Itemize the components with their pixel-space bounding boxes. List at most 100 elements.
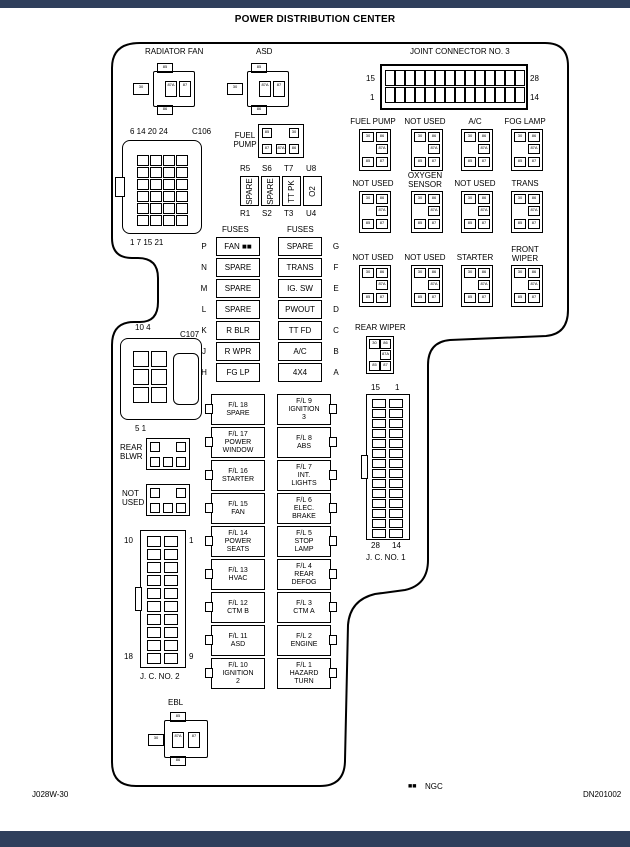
maxi-fuse[interactable]: F/L 4 REAR DEFOG — [277, 559, 331, 590]
relay-pin: 86 — [376, 194, 388, 204]
fuse[interactable]: SPARE — [216, 279, 260, 298]
jc2-latch — [135, 587, 142, 611]
maxi-fuse[interactable]: F/L 3 CTM A — [277, 592, 331, 623]
fuse[interactable]: SPARE — [216, 258, 260, 277]
relay-pin: 86 — [376, 268, 388, 278]
relay-pin: 87 — [478, 293, 490, 303]
maxi-fuse[interactable]: F/L 10 IGNITION 2 — [211, 658, 265, 689]
maxi-fuse[interactable]: F/L 17 POWER WINDOW — [211, 427, 265, 458]
relay-pin: 86 — [428, 268, 440, 278]
relay-pin: 85 — [514, 157, 526, 167]
fuse[interactable]: 4X4 — [278, 363, 322, 382]
maxi-fuse-tab — [329, 635, 337, 645]
c106-pin — [150, 179, 162, 190]
mini-fuse[interactable]: O2 — [303, 176, 322, 206]
relay-pin: 87 — [478, 219, 490, 229]
fuse[interactable]: R WPR — [216, 342, 260, 361]
fuse-position-letter: M — [200, 284, 208, 293]
maxi-fuse[interactable]: F/L 18 SPARE — [211, 394, 265, 425]
jc2-pin — [147, 627, 161, 638]
radiator-fan-label: RADIATOR FAN — [145, 47, 204, 56]
fuse-position-letter: L — [201, 305, 207, 314]
pin-85: 85 — [157, 63, 173, 73]
relay-pin: 85 — [414, 157, 426, 167]
jc3-pin — [495, 70, 505, 86]
fuse[interactable]: SPARE — [216, 300, 260, 319]
jc2-top-right: 1 — [189, 536, 194, 545]
maxi-fuse[interactable]: F/L 13 HVAC — [211, 559, 265, 590]
jc1-pin — [389, 439, 403, 448]
fuse[interactable]: IG. SW — [278, 279, 322, 298]
fuse[interactable]: SPARE — [278, 237, 322, 256]
mini-fuse-top-letter: R5 — [240, 164, 251, 173]
jc2-connector — [135, 530, 186, 668]
relay-label: NOT USED — [352, 179, 394, 188]
c107-connector — [120, 338, 202, 420]
maxi-fuse[interactable]: F/L 1 HAZARD TURN — [277, 658, 331, 689]
maxi-fuse[interactable]: F/L 16 STARTER — [211, 460, 265, 491]
maxi-fuse[interactable]: F/L 11 ASD — [211, 625, 265, 656]
fuse[interactable]: PWOUT — [278, 300, 322, 319]
jc3-pin — [505, 70, 515, 86]
c106-pin — [163, 203, 175, 214]
pin-30: 30 — [227, 83, 243, 95]
relay-label: NOT USED — [454, 179, 496, 188]
maxi-fuse[interactable]: F/L 8 ABS — [277, 427, 331, 458]
relay-pin: 86 — [478, 268, 490, 278]
mini-fuse[interactable]: SPARE — [240, 176, 259, 206]
relay-pin: 86 — [428, 194, 440, 204]
maxi-fuse[interactable]: F/L 2 ENGINE — [277, 625, 331, 656]
jc3-pin — [395, 87, 405, 103]
mini-fuse[interactable]: TT PK — [282, 176, 301, 206]
relay-pin: 87A — [478, 206, 490, 216]
c107-pin — [133, 387, 149, 403]
pin-87a: 87A — [276, 144, 286, 154]
maxi-fuse[interactable]: F/L 7 INT. LIGHTS — [277, 460, 331, 491]
c106-pin — [137, 191, 149, 202]
maxi-fuse[interactable]: F/L 9 IGNITION 3 — [277, 394, 331, 425]
mini-fuse-bottom-letter: U4 — [306, 209, 317, 218]
maxi-fuse-tab — [205, 602, 213, 612]
relay-pin: 87A — [376, 144, 388, 154]
relay-pin: 86 — [376, 132, 388, 142]
fuse[interactable]: TRANS — [278, 258, 322, 277]
relay-label: A/C — [468, 117, 482, 126]
maxi-fuse[interactable]: F/L 5 STOP LAMP — [277, 526, 331, 557]
fuse[interactable]: A/C — [278, 342, 322, 361]
c106-label: C106 — [192, 127, 212, 136]
jc3-pin-14: 14 — [530, 93, 539, 102]
fuse[interactable]: R BLR — [216, 321, 260, 340]
mini-fuse[interactable]: SPARE — [261, 176, 280, 206]
fuse[interactable]: FAN ■■ — [216, 237, 260, 256]
jc3-pin — [475, 70, 485, 86]
jc3-pin — [495, 87, 505, 103]
footer-left-code: J028W-30 — [32, 790, 69, 799]
c107-pin — [151, 369, 167, 385]
maxi-fuse[interactable]: F/L 6 ELEC. BRAKE — [277, 493, 331, 524]
fuse[interactable]: TT FD — [278, 321, 322, 340]
c106-pin — [150, 203, 162, 214]
pin-85: 85 — [262, 128, 272, 138]
relay-pin: 30 — [514, 268, 526, 278]
maxi-fuse[interactable]: F/L 14 POWER SEATS — [211, 526, 265, 557]
relay-label: NOT USED — [352, 253, 394, 262]
maxi-fuse-tab — [329, 536, 337, 546]
maxi-fuse-tab — [205, 668, 213, 678]
maxi-fuse[interactable]: F/L 12 CTM B — [211, 592, 265, 623]
maxi-fuse[interactable]: F/L 15 FAN — [211, 493, 265, 524]
jc1-pin — [372, 399, 386, 408]
relay-pin: 86 — [478, 194, 490, 204]
fuse[interactable]: FG LP — [216, 363, 260, 382]
